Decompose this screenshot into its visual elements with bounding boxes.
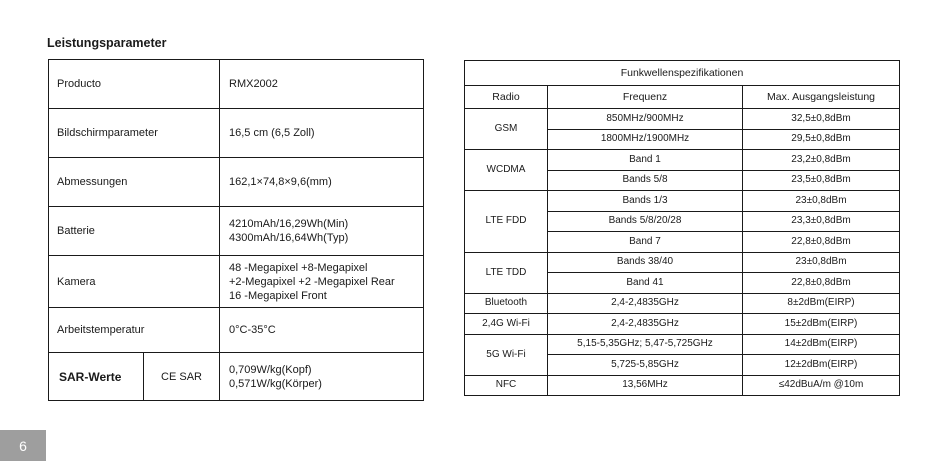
table-row: GSM 850MHz/900MHz 32,5±0,8dBm — [464, 108, 901, 150]
table-row: 5,725-5,85GHz 12±2dBm(EIRP) — [465, 354, 901, 376]
table-row: NFC 13,56MHz ≤42dBuA/m @10m — [464, 374, 901, 396]
power-cell: 12±2dBm(EIRP) — [741, 354, 901, 376]
table-row: Band 41 22,8±0,8dBm — [465, 272, 901, 294]
radio-table-title: Funkwellenspezifikationen — [463, 60, 901, 86]
sar-values: 0,709W/kg(Kopf) 0,571W/kg(Körper) — [219, 352, 424, 401]
column-header: Radio — [464, 85, 548, 109]
param-value-screen: 16,5 cm (6,5 Zoll) — [219, 108, 424, 158]
frequency-cell: 2,4-2,4835GHz — [547, 313, 743, 335]
param-value-product: RMX2002 — [219, 59, 424, 109]
camera-line: 16 -Megapixel Front — [229, 289, 327, 302]
table-row: Batterie 4210mAh/16,29Wh(Min) 4300mAh/16… — [48, 206, 424, 256]
section-title: Leistungsparameter — [47, 36, 167, 50]
table-row: Funkwellenspezifikationen — [463, 60, 901, 86]
frequency-cell: 13,56MHz — [547, 374, 743, 396]
power-cell: 23,5±0,8dBm — [741, 169, 901, 191]
camera-line: 48 -Megapixel +8-Megapixel — [229, 261, 368, 274]
param-label-battery: Batterie — [48, 206, 220, 256]
table-row: 1800MHz/1900MHz 29,5±0,8dBm — [465, 128, 901, 150]
frequency-cell: 850MHz/900MHz — [547, 108, 743, 130]
power-cell: 23,2±0,8dBm — [741, 149, 901, 171]
frequency-cell: 2,4-2,4835GHz — [547, 292, 743, 314]
sar-label: SAR-Werte — [48, 352, 144, 401]
radio-name: 2,4G Wi-Fi — [464, 313, 548, 335]
power-cell: ≤42dBuA/m @10m — [741, 374, 901, 396]
table-row: LTE FDD Bands 1/3 23±0,8dBm — [464, 190, 901, 253]
table-row: Bluetooth 2,4-2,4835GHz 8±2dBm(EIRP) — [464, 292, 901, 314]
power-cell: 32,5±0,8dBm — [741, 108, 901, 130]
param-value-dimensions: 162,1×74,8×9,6(mm) — [219, 157, 424, 207]
table-row: SAR-Werte CE SAR 0,709W/kg(Kopf) 0,571W/… — [48, 352, 424, 401]
power-cell: 14±2dBm(EIRP) — [741, 333, 901, 355]
power-cell: 8±2dBm(EIRP) — [741, 292, 901, 314]
radio-name: LTE FDD — [464, 190, 548, 253]
table-row: Bildschirmparameter 16,5 cm (6,5 Zoll) — [48, 108, 424, 158]
radio-name: NFC — [464, 374, 548, 396]
table-row: Bands 5/8 23,5±0,8dBm — [465, 169, 901, 191]
column-header: Max. Ausgangsleistung — [741, 85, 901, 109]
power-cell: 23±0,8dBm — [741, 190, 901, 212]
table-row: Abmessungen 162,1×74,8×9,6(mm) — [48, 157, 424, 207]
param-value-battery: 4210mAh/16,29Wh(Min) 4300mAh/16,64Wh(Typ… — [219, 206, 424, 256]
frequency-cell: Bands 38/40 — [547, 251, 743, 273]
battery-line: 4300mAh/16,64Wh(Typ) — [229, 232, 349, 244]
radio-name: GSM — [464, 108, 548, 150]
page-number: 6 — [0, 430, 46, 461]
table-row: Arbeitstemperatur 0°C-35°C — [48, 307, 424, 353]
radio-name: 5G Wi-Fi — [464, 333, 548, 376]
frequency-cell: Band 7 — [547, 231, 743, 253]
frequency-cell: 5,725-5,85GHz — [547, 354, 743, 376]
power-cell: 22,8±0,8dBm — [741, 272, 901, 294]
performance-parameters-table: Producto RMX2002 Bildschirmparameter 16,… — [48, 59, 424, 401]
power-cell: 23,3±0,8dBm — [741, 210, 901, 232]
sar-sublabel: CE SAR — [143, 352, 220, 401]
camera-line: +2-Megapixel +2 -Megapixel Rear — [229, 275, 395, 288]
sar-line: 0,571W/kg(Körper) — [229, 377, 322, 390]
table-row: Producto RMX2002 — [48, 59, 424, 109]
param-label-camera: Kamera — [48, 255, 220, 308]
column-header: Frequenz — [547, 85, 743, 109]
table-row: Radio Frequenz Max. Ausgangsleistung — [464, 85, 901, 109]
power-cell: 15±2dBm(EIRP) — [741, 313, 901, 335]
param-label-dimensions: Abmessungen — [48, 157, 220, 207]
radio-name: Bluetooth — [464, 292, 548, 314]
param-value-temperature: 0°C-35°C — [219, 307, 424, 353]
table-row: WCDMA Band 1 23,2±0,8dBm — [464, 149, 901, 191]
radio-spec-table: Funkwellenspezifikationen Radio Frequenz… — [463, 60, 901, 396]
battery-line: 4210mAh/16,29Wh(Min) — [229, 218, 349, 230]
frequency-cell: Bands 1/3 — [547, 190, 743, 212]
frequency-cell: 1800MHz/1900MHz — [547, 128, 743, 150]
param-value-camera: 48 -Megapixel +8-Megapixel +2-Megapixel … — [219, 255, 424, 308]
table-row: Band 7 22,8±0,8dBm — [465, 231, 901, 253]
param-label-temperature: Arbeitstemperatur — [48, 307, 220, 353]
frequency-cell: Bands 5/8/20/28 — [547, 210, 743, 232]
param-label-screen: Bildschirmparameter — [48, 108, 220, 158]
table-row: LTE TDD Bands 38/40 23±0,8dBm — [464, 251, 901, 294]
radio-name: LTE TDD — [464, 251, 548, 294]
table-row: Kamera 48 -Megapixel +8-Megapixel +2-Meg… — [48, 255, 424, 308]
power-cell: 29,5±0,8dBm — [741, 128, 901, 150]
radio-name: WCDMA — [464, 149, 548, 191]
power-cell: 23±0,8dBm — [741, 251, 901, 273]
frequency-cell: Bands 5/8 — [547, 169, 743, 191]
sar-line: 0,709W/kg(Kopf) — [229, 363, 312, 376]
frequency-cell: Band 41 — [547, 272, 743, 294]
table-row: 5G Wi-Fi 5,15-5,35GHz; 5,47-5,725GHz 14±… — [464, 333, 901, 376]
power-cell: 22,8±0,8dBm — [741, 231, 901, 253]
param-label-product: Producto — [48, 59, 220, 109]
frequency-cell: Band 1 — [547, 149, 743, 171]
table-row: 2,4G Wi-Fi 2,4-2,4835GHz 15±2dBm(EIRP) — [464, 313, 901, 335]
frequency-cell: 5,15-5,35GHz; 5,47-5,725GHz — [547, 333, 743, 355]
